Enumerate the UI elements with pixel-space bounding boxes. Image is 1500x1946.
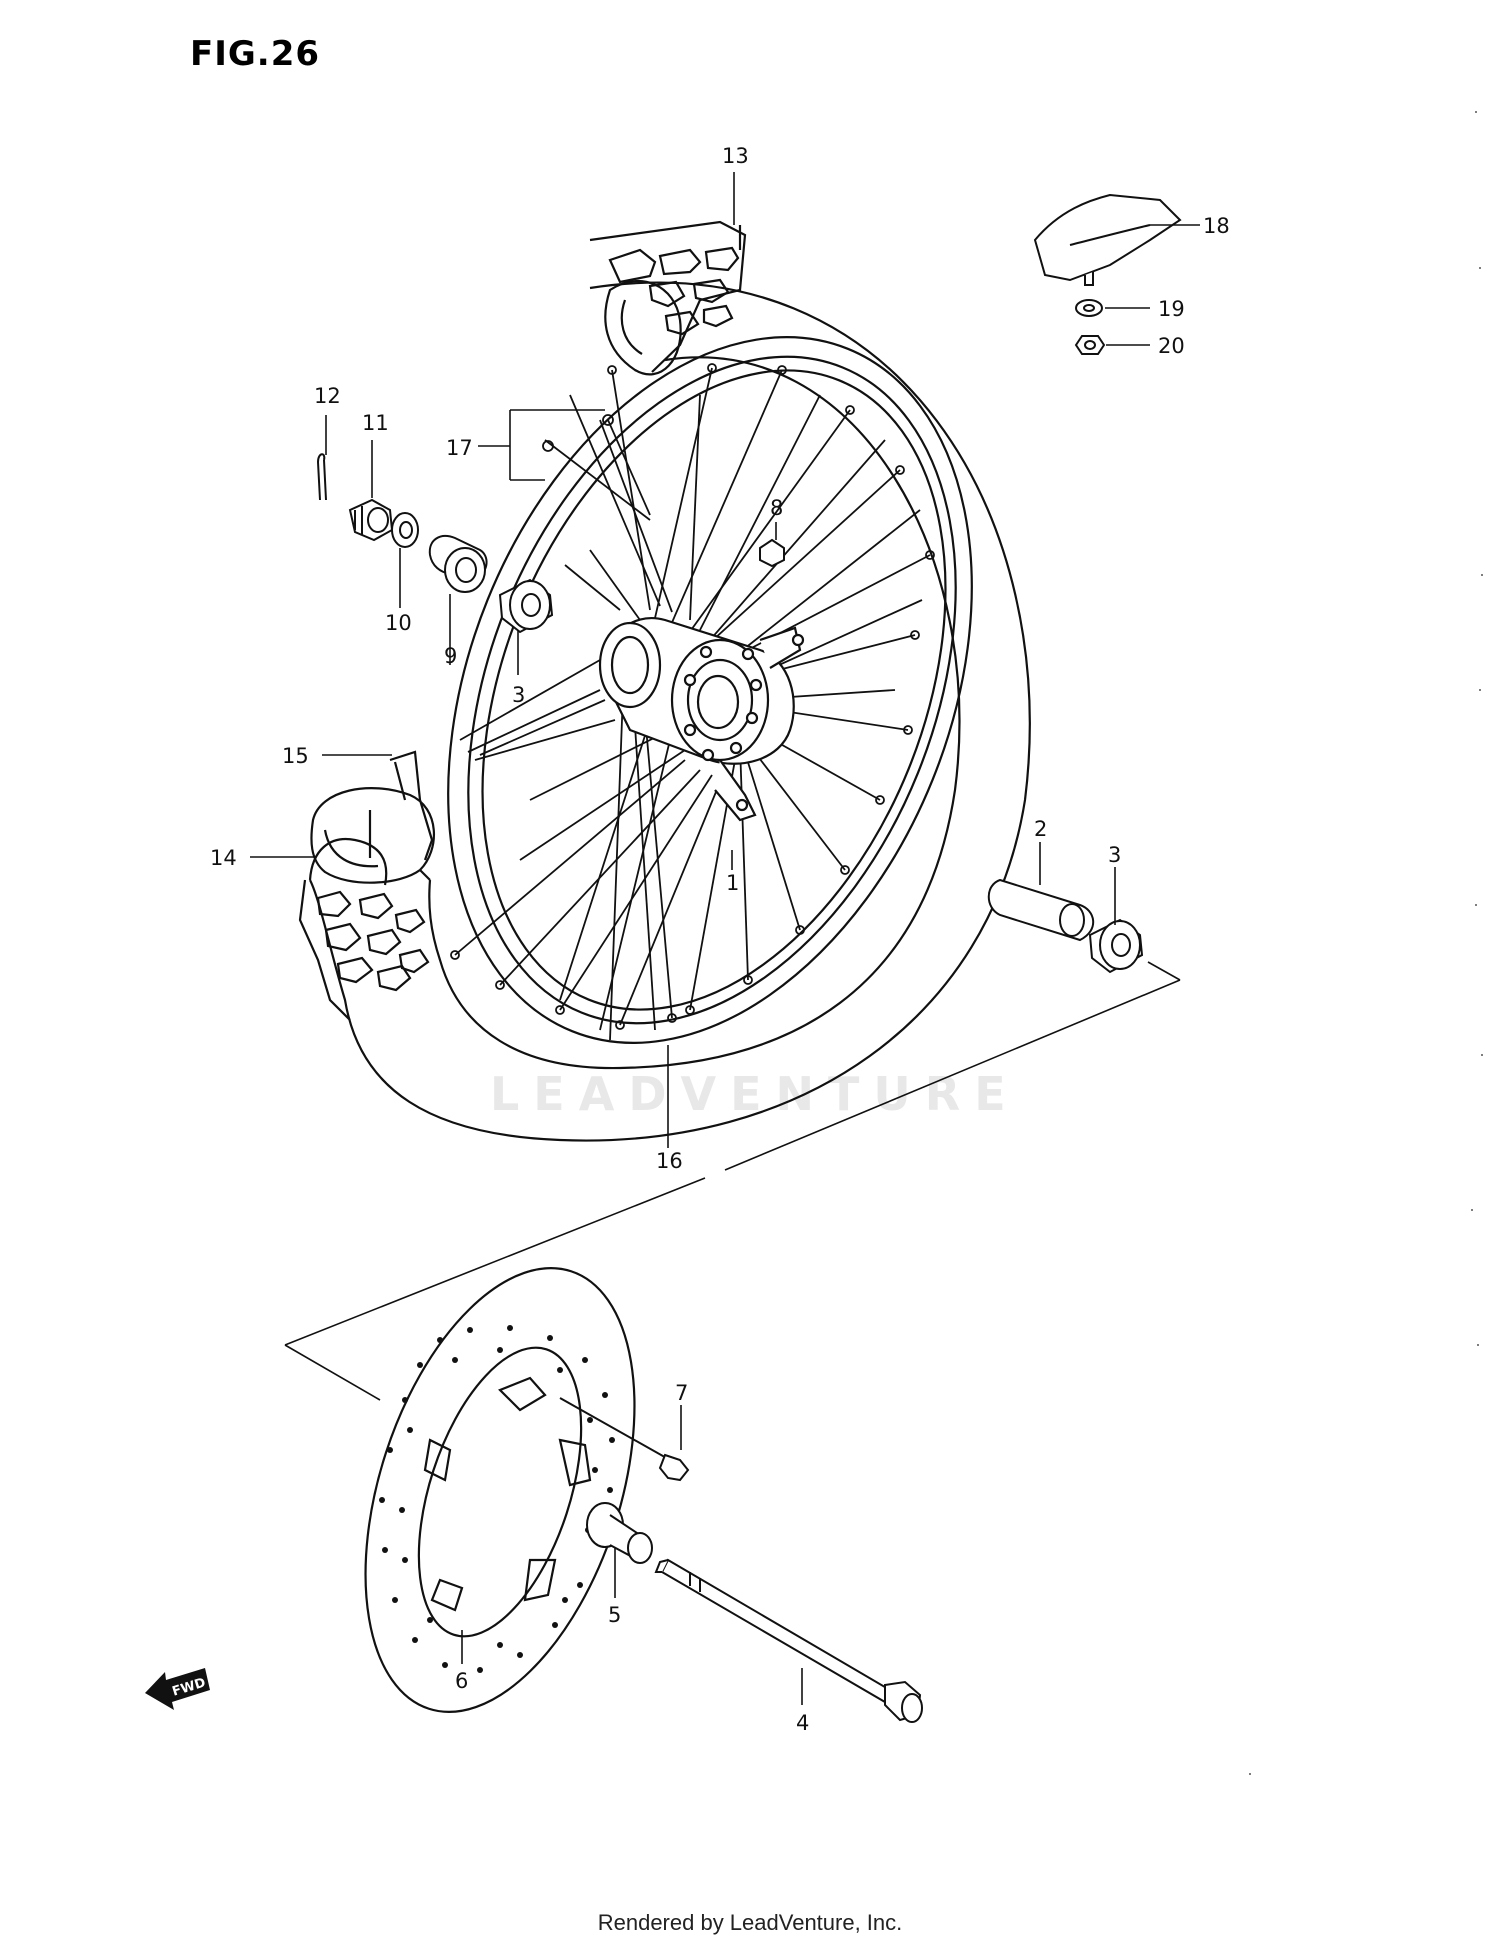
figure-title: FIG.26 [190, 34, 321, 74]
bearing-left-drawing [498, 578, 554, 634]
callout-2: 2 [1034, 817, 1047, 841]
forward-arrow: FWD [145, 1668, 210, 1710]
axle-drawing [654, 1558, 923, 1723]
rim-band-drawing [389, 750, 434, 861]
hub-drawing [598, 617, 805, 822]
valve-nut-drawing [759, 538, 785, 568]
callout-6: 6 [455, 1669, 468, 1693]
callout-5: 5 [608, 1603, 621, 1627]
tube-drawing [310, 787, 436, 884]
callout-1: 1 [726, 871, 739, 895]
rim-lock-drawing [1033, 193, 1182, 355]
brake-disc-drawing [364, 1267, 636, 1713]
bearing-right-drawing [1088, 918, 1144, 974]
cotter-pin-drawing [317, 453, 327, 501]
callout-12: 12 [314, 384, 341, 408]
callout-19: 19 [1158, 297, 1185, 321]
callout-18: 18 [1203, 214, 1230, 238]
castle-nut-drawing [348, 498, 394, 542]
axle-centre-line [284, 961, 1181, 1401]
collar-left-drawing [428, 535, 488, 593]
callout-13: 13 [722, 144, 749, 168]
callout-9: 9 [444, 644, 457, 668]
callout-10: 10 [385, 611, 412, 635]
callout-3-left: 3 [512, 683, 525, 707]
tire-drawing [298, 220, 1031, 1142]
watermark-text: LEADVENTURE [490, 1067, 1020, 1121]
callout-20: 20 [1158, 334, 1185, 358]
callout-11: 11 [362, 411, 389, 435]
callout-4: 4 [796, 1711, 809, 1735]
callout-14: 14 [210, 846, 237, 870]
callout-8: 8 [770, 496, 783, 520]
callout-7: 7 [675, 1381, 688, 1405]
footer-credit: Rendered by LeadVenture, Inc. [597, 1910, 903, 1935]
scan-specks [1249, 111, 1483, 1775]
callout-17: 17 [446, 436, 473, 460]
callout-3-right: 3 [1108, 843, 1121, 867]
washer-left-drawing [391, 512, 419, 548]
collar-right-drawing [586, 1502, 653, 1564]
disc-bolt-drawing [559, 1397, 690, 1482]
callout-15: 15 [282, 744, 309, 768]
callout-16: 16 [656, 1149, 683, 1173]
leader-lines [250, 172, 1200, 1705]
spokes-drawing [450, 363, 935, 1041]
callout-labels: 13 18 19 20 12 11 17 8 10 9 3 15 14 1 2 … [210, 144, 1230, 1735]
spacer-drawing [987, 878, 1095, 942]
